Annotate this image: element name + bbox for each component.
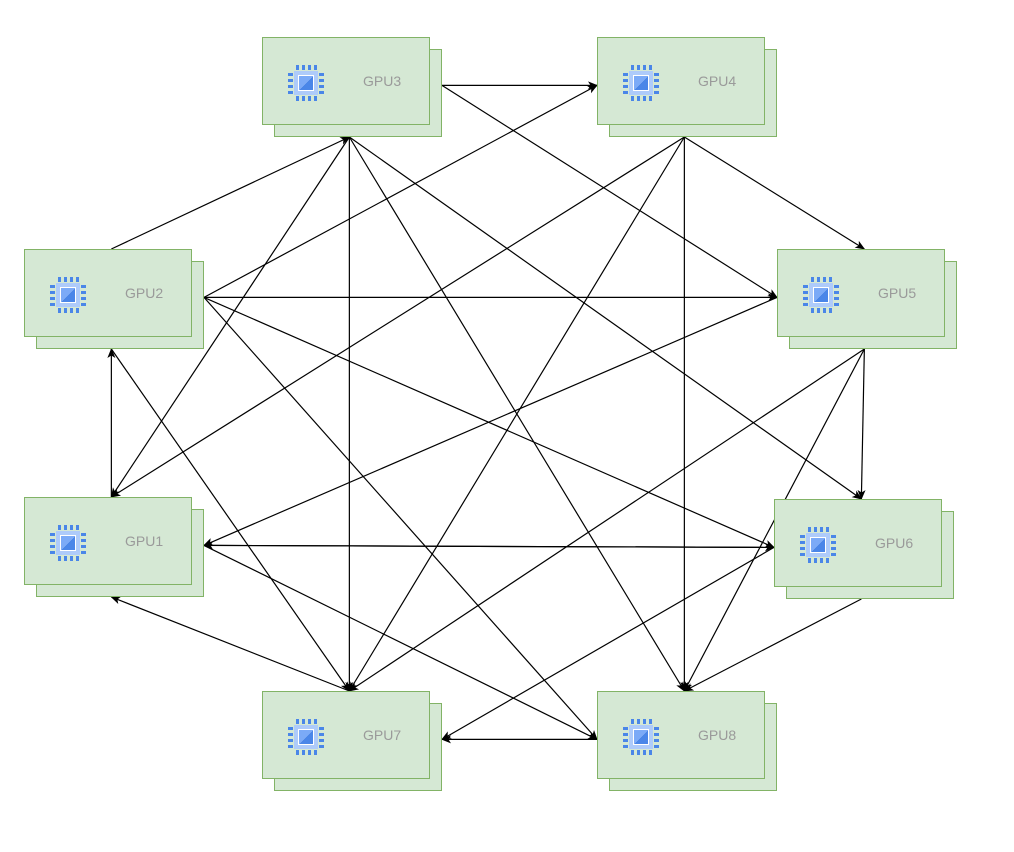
gpu-card: GPU4	[597, 37, 765, 125]
ring-edge-gpu7-to-gpu1	[110, 596, 350, 692]
gpu-label: GPU2	[125, 285, 164, 301]
processor-chip-icon	[623, 719, 659, 755]
mesh-edge-gpu2-to-gpu8	[203, 297, 598, 741]
processor-chip-icon	[50, 277, 86, 313]
gpu-node[interactable]: GPU8	[597, 691, 779, 793]
mesh-edge-gpu3-to-gpu1	[110, 136, 350, 498]
gpu-label: GPU1	[125, 533, 164, 549]
mesh-edge-gpu4-to-gpu7	[348, 136, 685, 692]
gpu-node[interactable]: GPU3	[262, 37, 444, 139]
gpu-label: GPU6	[875, 535, 914, 551]
gpu-label: GPU4	[698, 73, 737, 89]
mesh-edge-gpu2-to-gpu7	[110, 348, 350, 692]
mesh-edge-gpu3-to-gpu6	[349, 136, 863, 500]
mesh-edge-gpu1-to-gpu8	[203, 544, 598, 740]
processor-chip-icon	[50, 525, 86, 561]
gpu-card: GPU5	[777, 249, 945, 337]
gpu-card: GPU7	[262, 691, 430, 779]
processor-chip-icon	[803, 277, 839, 313]
gpu-card: GPU2	[24, 249, 192, 337]
processor-chip-icon	[288, 65, 324, 101]
gpu-node[interactable]: GPU5	[777, 249, 959, 351]
gpu-card: GPU3	[262, 37, 430, 125]
gpu-node[interactable]: GPU4	[597, 37, 779, 139]
mesh-edge-gpu2-to-gpu4	[203, 84, 598, 298]
mesh-edge-gpu1-to-gpu6	[203, 543, 775, 552]
gpu-label: GPU8	[698, 727, 737, 743]
ring-edge-gpu6-to-gpu8	[683, 598, 862, 692]
ring-edge-gpu2-to-gpu3	[111, 136, 351, 250]
gpu-node[interactable]: GPU6	[774, 499, 956, 601]
gpu-node[interactable]: GPU2	[24, 249, 206, 351]
ring-edge-gpu5-to-gpu6	[857, 348, 866, 500]
mesh-edge-gpu3-to-gpu5	[441, 84, 778, 298]
edge-layer	[107, 81, 866, 744]
gpu-node[interactable]: GPU1	[24, 497, 206, 599]
processor-chip-icon	[288, 719, 324, 755]
mesh-edge-gpu4-to-gpu1	[110, 136, 685, 498]
processor-chip-icon	[800, 527, 836, 563]
mesh-edge-gpu6-to-gpu7	[441, 546, 775, 740]
mesh-edge-gpu5-to-gpu7	[348, 348, 865, 692]
gpu-card: GPU6	[774, 499, 942, 587]
mesh-edge-gpu5-to-gpu1	[203, 296, 778, 546]
gpu-label: GPU5	[878, 285, 917, 301]
gpu-node[interactable]: GPU7	[262, 691, 444, 793]
gpu-card: GPU8	[597, 691, 765, 779]
gpu-label: GPU3	[363, 73, 402, 89]
gpu-card: GPU1	[24, 497, 192, 585]
gpu-label: GPU7	[363, 727, 402, 743]
ring-edge-gpu4-to-gpu5	[684, 136, 866, 250]
processor-chip-icon	[623, 65, 659, 101]
